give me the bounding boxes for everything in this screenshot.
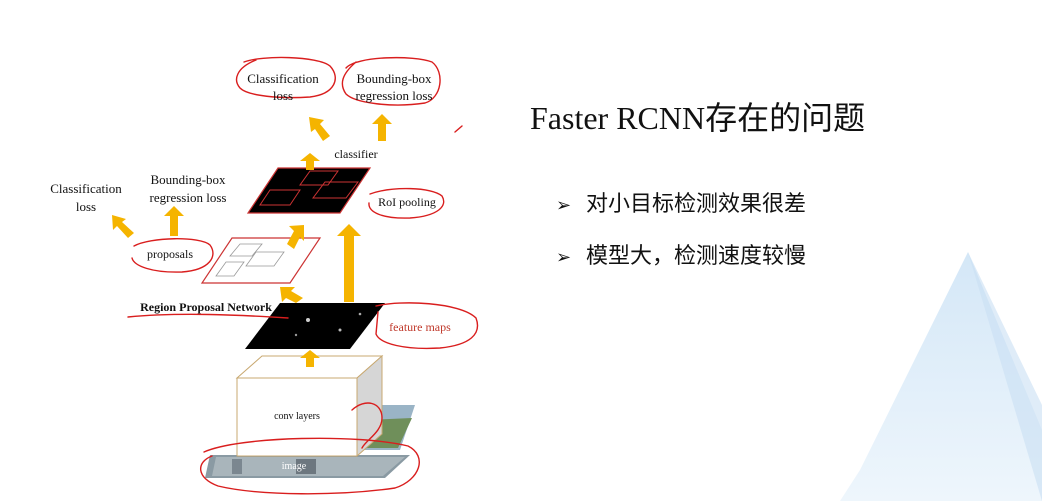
roi-pooling-label: RoI pooling bbox=[378, 195, 436, 209]
diagram-labels: Classification loss Bounding-box regress… bbox=[50, 71, 451, 472]
proposals-plane bbox=[200, 237, 322, 284]
image-label: image bbox=[282, 461, 307, 472]
arrow-bullet-icon: ➢ bbox=[556, 195, 572, 216]
circle-cls-top bbox=[236, 56, 336, 99]
red-annotations bbox=[127, 56, 479, 495]
rpn-label: Region Proposal Network bbox=[140, 300, 272, 314]
bullet-item: ➢ 模型大，检测速度较慢 bbox=[556, 242, 806, 294]
bullet-text: 对小目标检测效果很差 bbox=[586, 192, 807, 217]
slide-title: Faster RCNN存在的问题 bbox=[530, 100, 866, 136]
decorative-triangle-edge bbox=[968, 252, 1042, 501]
circle-image bbox=[200, 437, 420, 495]
circle-roi bbox=[368, 187, 445, 219]
circle-bbox-top bbox=[341, 56, 441, 106]
input-image bbox=[205, 405, 415, 478]
feature-map-plane bbox=[245, 303, 385, 349]
cls-loss-top-line1: Classification bbox=[247, 71, 319, 86]
bullet-item: ➢ 对小目标检测效果很差 bbox=[556, 190, 806, 242]
tick-mark bbox=[454, 125, 463, 133]
circle-proposals bbox=[131, 238, 214, 273]
underline-rpn bbox=[127, 313, 289, 319]
curl-mark bbox=[351, 402, 383, 449]
circle-feature-maps bbox=[375, 302, 479, 350]
cls-loss-left-line1: Classification bbox=[50, 181, 122, 196]
bbox-loss-top-line1: Bounding-box bbox=[356, 71, 432, 86]
flow-arrows bbox=[112, 114, 392, 367]
conv-layers-label: conv layers bbox=[274, 411, 320, 422]
bullet-text: 模型大，检测速度较慢 bbox=[586, 244, 807, 269]
bullet-list: ➢ 对小目标检测效果很差 ➢ 模型大，检测速度较慢 bbox=[556, 190, 806, 294]
proposals-label: proposals bbox=[147, 247, 193, 261]
cls-loss-left-line2: loss bbox=[76, 199, 96, 214]
roi-feature-plane bbox=[246, 167, 372, 214]
feature-maps-label: feature maps bbox=[389, 320, 451, 334]
cls-loss-top-line2: loss bbox=[273, 88, 293, 103]
bbox-loss-left-line1: Bounding-box bbox=[150, 172, 226, 187]
bbox-loss-left-line2: regression loss bbox=[150, 190, 227, 205]
arrow-bullet-icon: ➢ bbox=[556, 247, 572, 268]
classifier-label: classifier bbox=[334, 147, 377, 161]
bbox-loss-top-line2: regression loss bbox=[356, 88, 433, 103]
